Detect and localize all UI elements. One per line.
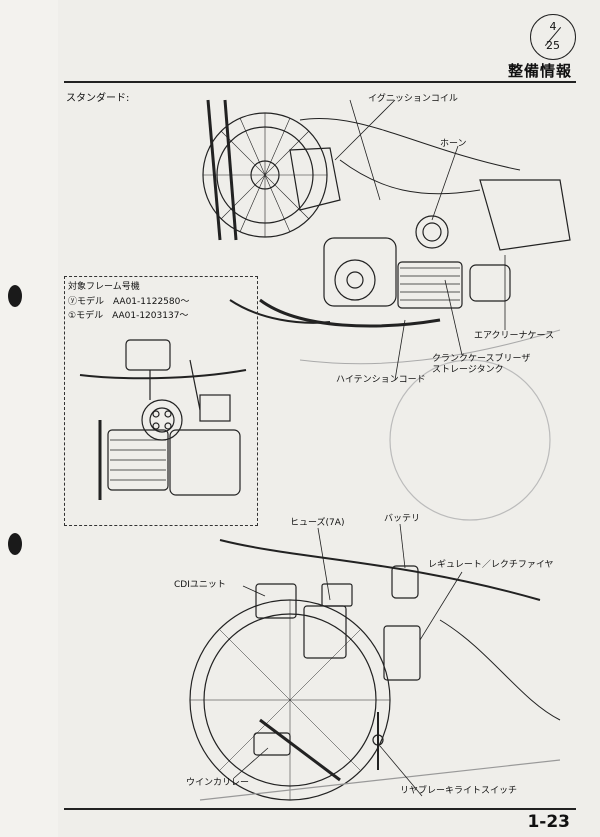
page-number: 1-23 [527,812,570,832]
page-paper [58,0,600,837]
header-rule [64,81,576,83]
label-rear-brake-switch: リヤブレーキライトスイッチ [400,786,518,796]
label-cdi-unit: CDIユニット [174,580,226,590]
section-title: 整備情報 [507,62,572,80]
inset-model-line: ⓨモデル AA01-1122580～ [68,297,190,307]
inset-title: 対象フレーム号機 [68,282,140,292]
label-battery: バッテリ [384,514,421,524]
page-badge: 4 25 [530,14,576,60]
page-badge-current: 4 [549,20,557,33]
page-badge-total: 25 [546,39,560,52]
subhead-standard: スタンダード: [66,93,130,104]
inset-frame [64,276,258,526]
label-fuse: ヒューズ(7A) [290,518,345,528]
regulator-drawing [383,625,421,681]
cdi-unit-drawing [255,583,297,619]
winker-relay-drawing [253,732,291,756]
label-winker-relay: ウインカリレー [186,778,250,788]
label-high-tension-cord: ハイテンションコード [336,375,426,385]
binder-hole [8,285,22,307]
label-crankcase-breather: クランクケースブリーザ ストレージタンク [432,354,531,375]
label-horn: ホーン [440,139,467,149]
inset-engine-drawing [79,339,247,500]
inset-model-line: ①モデル AA01-1203137～ [68,311,189,321]
binder-hole [8,533,22,555]
footer-rule [64,808,576,810]
label-regulator-rectifier: レギュレート／レクチファイヤ [428,560,554,570]
label-air-cleaner-case: エアクリーナケース [474,331,555,341]
cylinder-fins-drawing [397,261,463,309]
label-ignition-coil: イグニッションコイル [368,94,458,104]
engine-case-drawing [323,237,397,307]
